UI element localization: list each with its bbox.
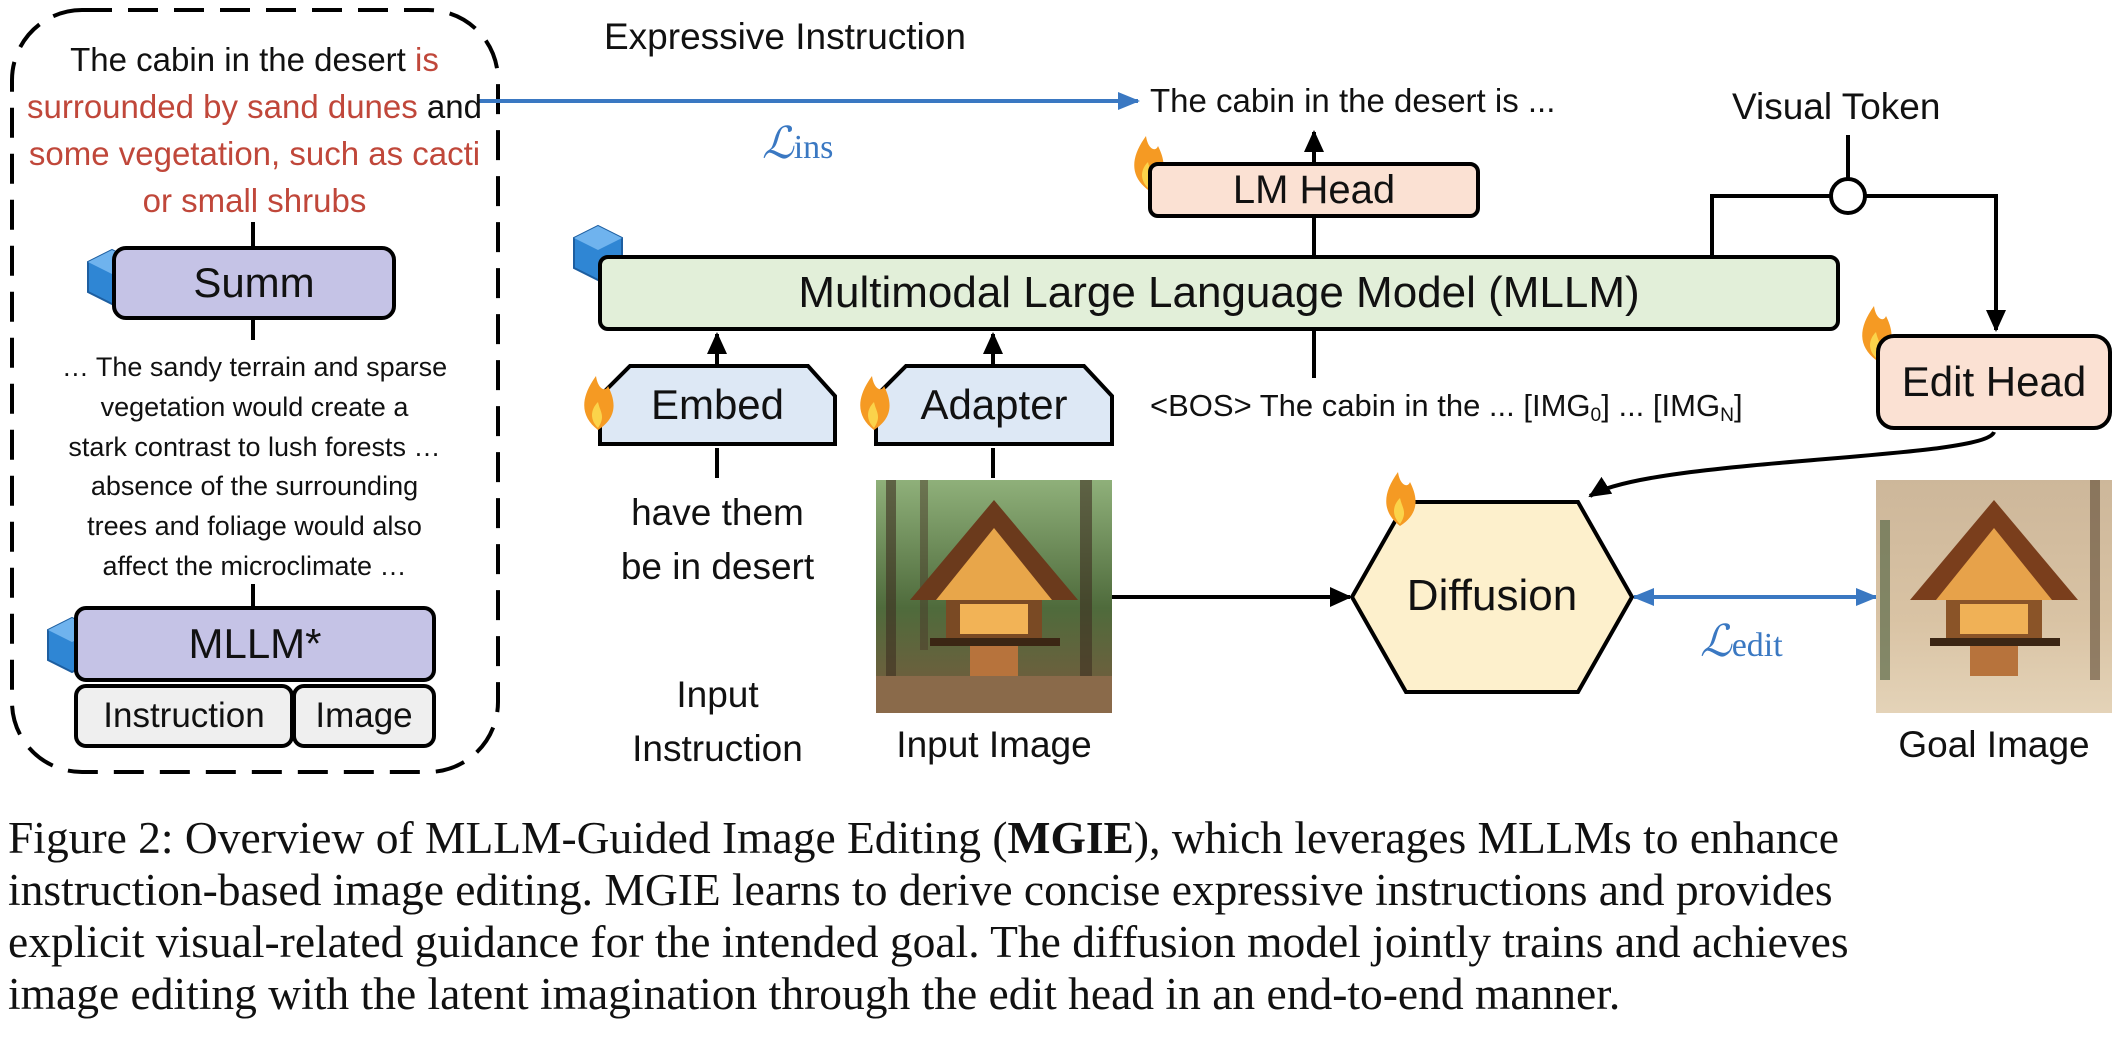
expressive-instruction-label: Expressive Instruction xyxy=(604,16,966,57)
summary-line: stark contrast to lush forests … xyxy=(68,431,441,462)
lm-head-label: LM Head xyxy=(1232,167,1396,212)
goal-image xyxy=(1876,480,2112,713)
input-instruction-line: Input xyxy=(676,674,759,715)
caption-line: explicit visual-related guidance for the… xyxy=(8,916,1849,967)
lm-output-text: The cabin in the desert is ... xyxy=(1150,82,1556,119)
figure-caption: Figure 2: Overview of MLLM-Guided Image … xyxy=(8,812,2113,1020)
caption-text: Figure 2: Overview of MLLM-Guided Image … xyxy=(8,812,1008,863)
embed-label: Embed xyxy=(650,381,785,428)
goal-image-label: Goal Image xyxy=(1898,724,2090,765)
input-instruction-line: Instruction xyxy=(632,728,803,769)
user-instruction-line: have them xyxy=(631,492,804,533)
user-instruction: have them be in desert xyxy=(580,486,855,594)
caption-bold: MGIE xyxy=(1007,812,1134,863)
token-middle: ] ... [IMG xyxy=(1601,388,1721,423)
plus-circle xyxy=(1829,177,1867,215)
token-sequence: <BOS> The cabin in the ... [IMG0] ... [I… xyxy=(1150,390,1743,425)
caption-line: instruction-based image editing. MGIE le… xyxy=(8,864,1833,915)
token-sub-0: 0 xyxy=(1590,404,1602,426)
mllm-box: Multimodal Large Language Model (MLLM) xyxy=(598,255,1840,331)
caption-line: Figure 2: Overview of MLLM-Guided Image … xyxy=(8,812,2113,864)
summary-line: absence of the surrounding xyxy=(90,471,419,502)
expressive-part-4: some vegetation, such as cacti or small … xyxy=(28,135,481,219)
visual-token-label: Visual Token xyxy=(1732,86,1941,127)
token-prefix: <BOS> The cabin in the ... [IMG xyxy=(1150,388,1591,423)
input-image-label: Input Image xyxy=(896,724,1092,765)
edit-head-label: Edit Head xyxy=(1901,358,2087,405)
summary-line: affect the microclimate … xyxy=(102,550,407,581)
user-instruction-line: be in desert xyxy=(620,546,815,587)
loss-edit-script: ℒ xyxy=(1700,617,1732,666)
expressive-instruction-text: The cabin in the desert is surrounded by… xyxy=(22,36,487,224)
diffusion-label: Diffusion xyxy=(1406,571,1578,620)
lm-head-box: LM Head xyxy=(1148,162,1480,218)
input-instruction-label: Input Instruction xyxy=(580,668,855,776)
loss-ins-script: ℒ xyxy=(762,119,794,168)
summary-line: … The sandy terrain and sparse xyxy=(61,352,448,382)
summary-line: vegetation would create a xyxy=(100,391,409,422)
image-box: Image xyxy=(292,684,436,748)
flame-icon xyxy=(860,376,890,430)
loss-edit: ℒedit xyxy=(1700,620,1783,664)
loss-edit-sub: edit xyxy=(1731,627,1783,664)
instruction-label: Instruction xyxy=(103,696,265,735)
summary-text: … The sandy terrain and sparse vegetatio… xyxy=(22,348,487,587)
expressive-part-3: and xyxy=(417,88,482,125)
summary-line: trees and foliage would also xyxy=(87,511,422,542)
mllm-star-box: MLLM* xyxy=(74,606,436,682)
instruction-box: Instruction xyxy=(74,684,294,748)
token-suffix: ] xyxy=(1733,388,1743,423)
diagram-canvas xyxy=(10,8,2112,774)
image-label: Image xyxy=(315,696,413,735)
mllm-star-label: MLLM* xyxy=(188,620,322,667)
caption-line: image editing with the latent imaginatio… xyxy=(8,968,1621,1019)
dashed-frame xyxy=(10,8,500,774)
caption-text: ), which leverages MLLMs to enhance xyxy=(1133,812,1839,863)
expressive-part-1: The cabin in the desert xyxy=(70,41,416,78)
loss-ins: ℒins xyxy=(762,122,833,166)
token-sub-n: N xyxy=(1720,404,1734,426)
edit-head-arrow xyxy=(1588,430,1996,498)
mllm-label: Multimodal Large Language Model (MLLM) xyxy=(798,268,1640,317)
flame-icon xyxy=(1386,472,1416,526)
summ-box: Summ xyxy=(112,246,396,320)
flame-icon xyxy=(584,376,614,430)
expressive-part-2: is surrounded by sand dunes xyxy=(26,41,439,125)
input-image xyxy=(876,480,1112,713)
summ-label: Summ xyxy=(193,259,315,306)
loss-ins-sub: ins xyxy=(793,129,834,166)
mgie-diagram: Summ MLLM* Instruction Image The cabin i… xyxy=(10,8,2112,776)
adapter-label: Adapter xyxy=(920,381,1068,428)
edit-head-box: Edit Head xyxy=(1876,334,2112,430)
